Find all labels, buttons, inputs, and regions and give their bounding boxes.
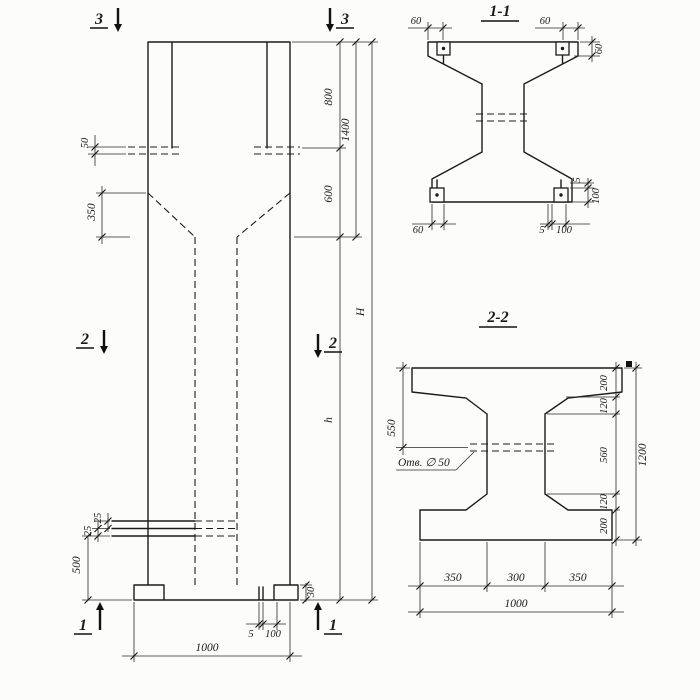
section1-ticks (424, 24, 596, 228)
s2-dim-300: 300 (506, 572, 525, 584)
column-hidden-web-lines (128, 146, 300, 585)
s2-dim-200-bottom: 200 (599, 517, 610, 534)
column-body-lines (111, 41, 299, 601)
section-cut-marks: 3 3 2 2 1 1 (74, 8, 354, 635)
dim-1400: 1400 (340, 118, 352, 141)
s2-dim-350-left: 350 (443, 572, 462, 584)
s2-dim-1200: 1200 (637, 443, 649, 466)
cut-mark-2-right: 2 (328, 335, 337, 352)
s1-dim-100-bottom: 100 (556, 225, 573, 236)
section2-hole-hidden-lines (470, 443, 556, 452)
column-elevation-hidden-lines (128, 146, 300, 585)
section-2-2: 2-2 Отв. ∅ 50 550 200 120 560 120 200 12… (386, 309, 649, 618)
dim-100-base: 100 (265, 629, 282, 640)
column-elevation-outline (111, 41, 299, 601)
section2-outline (411, 367, 623, 541)
dim-500: 500 (71, 556, 83, 574)
dim-h: h (323, 417, 335, 423)
section1-anchor-dot-1 (441, 46, 446, 51)
cut-mark-3-left: 3 (94, 11, 103, 28)
section1-anchor-dot-2 (560, 46, 565, 51)
s1-dim-100-side: 100 (591, 187, 602, 204)
section2-ticks (399, 364, 640, 616)
elevation-dimension-labels: 800 600 h 1400 H 50 350 25 25 500 30 5 1… (71, 88, 367, 654)
s2-dim-560: 560 (599, 446, 610, 463)
dim-350: 350 (86, 203, 98, 222)
s1-dim-60-top-left: 60 (411, 16, 422, 27)
dim-25-upper: 25 (93, 513, 104, 524)
section1-dimension-lines (408, 27, 593, 225)
cut-mark-1-left: 1 (79, 617, 87, 634)
dim-H: H (355, 307, 367, 317)
s2-dim-120-top: 120 (599, 397, 610, 414)
mark-underlines (74, 27, 354, 635)
dim-800: 800 (323, 88, 335, 106)
s2-dim-200-top: 200 (599, 374, 610, 391)
section-cut-lines (98, 8, 332, 630)
hole-callout: Отв. ∅ 50 (398, 457, 450, 469)
section1-anchor-dot-3 (435, 193, 439, 197)
dim-1000-elevation: 1000 (196, 642, 219, 654)
s1-dim-60-side: 60 (594, 43, 605, 54)
dim-600: 600 (323, 185, 335, 203)
elevation-dimension-ticks (84, 38, 376, 660)
cut-mark-2-left: 2 (80, 331, 89, 348)
section1-anchor-dot-4 (559, 193, 563, 197)
dim-50: 50 (80, 137, 91, 148)
s1-dim-5-bottom: 5 (539, 225, 544, 236)
section2-dimension-lines (402, 362, 637, 613)
section-1-1: 1-1 60 60 60 60 5 100 5 100 (408, 3, 605, 236)
weld-mark (626, 361, 632, 367)
section1-title: 1-1 (489, 3, 510, 20)
s1-dim-60-top-right: 60 (540, 16, 551, 27)
s1-dim-5-side: 5 (572, 177, 583, 182)
s2-dim-1000: 1000 (505, 598, 528, 610)
s2-dim-350-right: 350 (568, 572, 587, 584)
section2-title: 2-2 (486, 309, 508, 326)
cut-mark-3-right: 3 (340, 11, 349, 28)
section1-extensions (427, 22, 600, 230)
dim-5-base: 5 (248, 629, 253, 640)
dim-30: 30 (306, 586, 317, 598)
s2-dim-550: 550 (386, 419, 398, 437)
section1-hole-hidden-lines (476, 113, 530, 122)
dim-25-lower: 25 (83, 526, 94, 537)
section1-outline (427, 41, 579, 203)
cut-mark-1-right: 1 (329, 617, 337, 634)
hole-leader-line (396, 451, 475, 471)
elevation-dimension-lines (87, 42, 373, 657)
s1-dim-60-bottom: 60 (413, 225, 424, 236)
s2-dim-120-bottom: 120 (599, 493, 610, 510)
elevation-extension-lines (82, 38, 378, 662)
section-cut-arrows (96, 24, 334, 610)
